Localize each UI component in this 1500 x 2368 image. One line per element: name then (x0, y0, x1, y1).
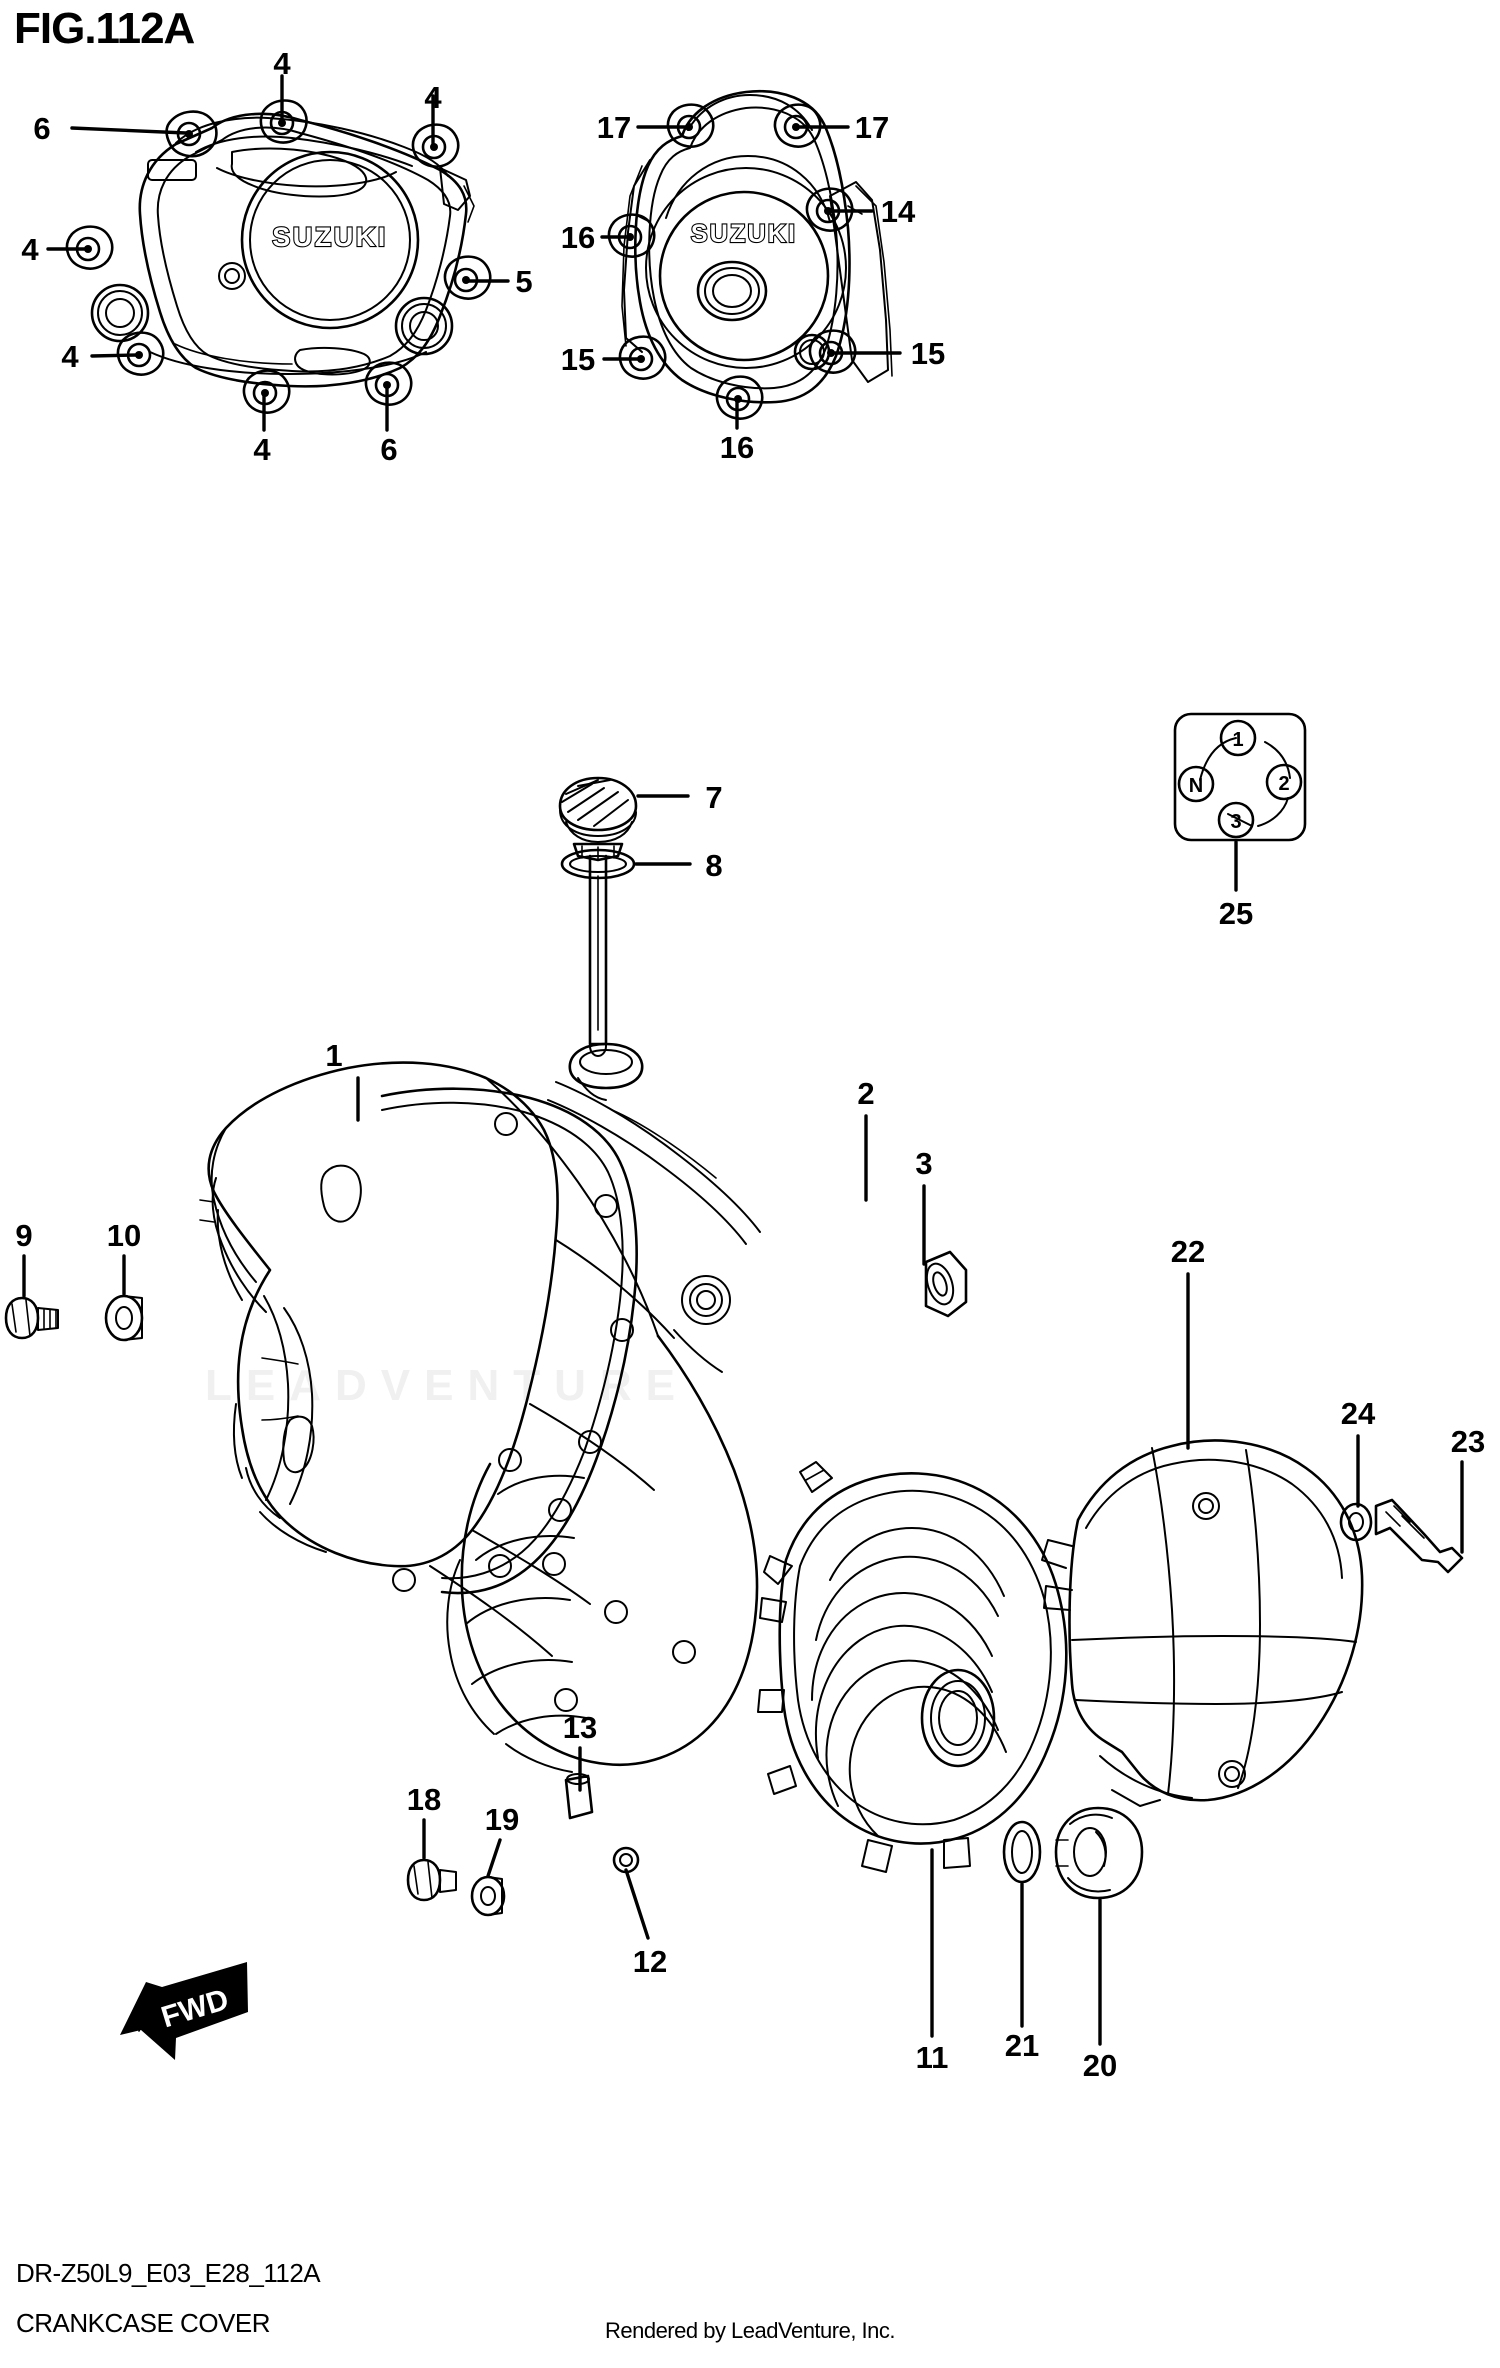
callout-12: 12 (633, 1944, 667, 1979)
callout-4-bottom: 4 (253, 432, 271, 467)
callout-4-left: 4 (21, 232, 39, 267)
oring-21-illustration (1002, 1820, 1042, 1884)
dipstick-callout-leaders (634, 794, 692, 866)
callout-6-upper-left: 6 (33, 111, 50, 146)
left-cover-callout-leaders (46, 74, 510, 432)
callout-19: 19 (485, 1802, 519, 1837)
callout-2: 2 (857, 1076, 874, 1111)
shift-pos-2: 2 (1278, 773, 1289, 795)
callout-6-bottom: 6 (380, 432, 397, 467)
suzuki-logo-left: SUZUKI (272, 222, 388, 252)
render-credit: Rendered by LeadVenture, Inc. (604, 2318, 896, 2343)
callout-23: 23 (1451, 1424, 1485, 1459)
lower-callout-leaders (356, 1076, 1464, 2046)
right-crankcase-cover-illustration (757, 1461, 1068, 1873)
callout-17-left: 17 (597, 110, 631, 145)
washer-19-illustration (470, 1875, 506, 1917)
callout-13: 13 (563, 1710, 597, 1745)
magneto-cover-illustration: SUZUKI (607, 89, 893, 420)
diagram-code: DR-Z50L9_E03_E28_112A (16, 2258, 321, 2288)
callout-3: 3 (915, 1146, 932, 1181)
shift-pos-1: 1 (1232, 729, 1243, 751)
shift-pos-3: 3 (1230, 811, 1241, 833)
callout-15-right: 15 (911, 336, 945, 371)
callout-24: 24 (1341, 1396, 1376, 1431)
callout-11: 11 (916, 2040, 949, 2075)
callout-25: 25 (1219, 896, 1253, 931)
callout-21: 21 (1005, 2028, 1039, 2063)
callout-1: 1 (325, 1038, 342, 1073)
suzuki-logo-right: SUZUKI (691, 220, 797, 248)
bolt-23-illustration (1374, 1498, 1464, 1574)
watermark-text: LEADVENTURE (205, 1361, 689, 1410)
diagram-name: CRANKCASE COVER (16, 2308, 271, 2338)
left-crankcase-cover-illustration: SUZUKI (65, 99, 492, 414)
magneto-cover-callout-leaders (600, 125, 902, 430)
bushing-3-illustration (924, 1250, 968, 1318)
shift-pattern-decal: N 1 2 3 (1173, 712, 1307, 892)
cap-20-illustration (1054, 1806, 1144, 1900)
washer-10-illustration (104, 1294, 144, 1342)
crankcase-body-illustration (199, 1042, 761, 1773)
washer-24-illustration (1339, 1502, 1373, 1542)
callout-5: 5 (515, 264, 532, 299)
callout-10: 10 (107, 1218, 141, 1253)
callout-9: 9 (15, 1218, 32, 1253)
sprocket-cover-illustration (1041, 1439, 1364, 1807)
bolt-18-illustration (406, 1858, 457, 1902)
callout-7: 7 (705, 780, 722, 815)
hardware-9-10-leaders (22, 1254, 126, 1298)
shift-pos-neutral: N (1189, 775, 1203, 797)
bolt-9-illustration (4, 1296, 59, 1340)
callout-4-lower-left: 4 (61, 339, 79, 374)
dipstick-illustration (558, 776, 638, 1057)
callout-4-top-right: 4 (424, 80, 442, 115)
callout-20: 20 (1083, 2048, 1117, 2083)
callout-14: 14 (881, 194, 916, 229)
callout-4-top: 4 (273, 46, 291, 81)
callout-15-left: 15 (561, 342, 595, 377)
callout-16-bottom: 16 (720, 430, 754, 465)
callout-18: 18 (407, 1782, 441, 1817)
callout-16-left: 16 (561, 220, 595, 255)
callout-8: 8 (705, 848, 722, 883)
fwd-arrow-icon: FWD (120, 1962, 248, 2060)
callout-17-right: 17 (855, 110, 889, 145)
callout-22: 22 (1171, 1234, 1205, 1269)
figure-title: FIG.112A (14, 4, 195, 53)
